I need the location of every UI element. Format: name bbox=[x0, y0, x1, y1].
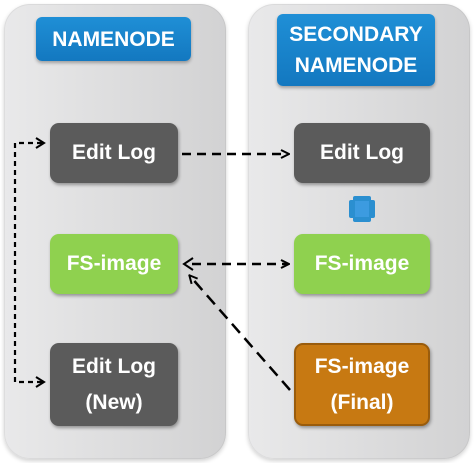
arrow-loop-bottom-head bbox=[35, 376, 46, 388]
arrow-loop-top-head bbox=[35, 137, 46, 149]
secondary-namenode-title: SECONDARY NAMENODE bbox=[277, 14, 435, 86]
secondary-fs-image-box: FS-image bbox=[294, 234, 430, 294]
arrow-final-to-fsimage bbox=[190, 276, 291, 391]
plus-icon bbox=[349, 196, 375, 222]
secondary-fs-image-final-box: FS-image (Final) bbox=[294, 343, 430, 426]
namenode-edit-log-box: Edit Log bbox=[50, 123, 178, 183]
arrow-editlog-loop bbox=[13, 141, 42, 384]
namenode-title: NAMENODE bbox=[36, 17, 191, 61]
namenode-fs-image-box: FS-image bbox=[50, 234, 178, 294]
secondary-edit-log-box: Edit Log bbox=[294, 123, 430, 183]
arrow-fsimage-left-head bbox=[182, 257, 194, 271]
namenode-edit-log-new-box: Edit Log (New) bbox=[50, 343, 178, 426]
